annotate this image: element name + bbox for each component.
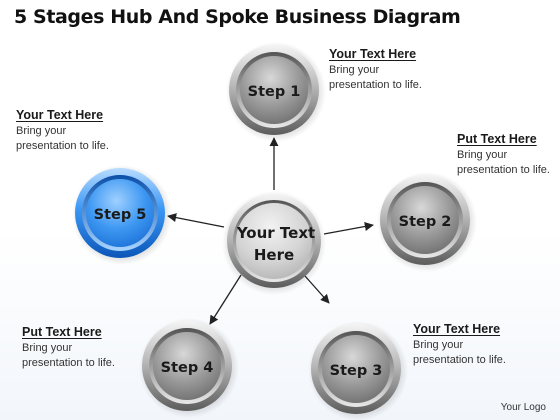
stage-label-1: Step 1 <box>248 84 301 100</box>
callout-body: Bring your presentation to life. <box>22 342 115 369</box>
logo-text: Your Logo <box>500 402 546 413</box>
callout-heading: Your Text Here <box>329 47 417 61</box>
stage-node-4: Step 4 <box>139 318 239 418</box>
stage-label-5: Step 5 <box>94 207 147 223</box>
stage-label-4: Step 4 <box>161 360 214 376</box>
spoke-arrow-4 <box>209 274 242 325</box>
stage-label-3: Step 3 <box>330 363 383 379</box>
callout-step-4: Put Text Here Bring your presentation to… <box>22 325 132 371</box>
stage-node-5: Step 5 <box>72 165 172 265</box>
callout-heading: Put Text Here <box>457 132 537 146</box>
hub-label-line2: Here <box>254 246 294 264</box>
callout-body: Bring your presentation to life. <box>16 125 109 152</box>
callout-body: Bring your presentation to life. <box>413 339 506 366</box>
hub-label-line1: Your Text <box>236 224 315 242</box>
stage-node-2: Step 2 <box>377 172 477 272</box>
callout-body: Bring your presentation to life. <box>457 149 550 176</box>
spoke-arrow-2 <box>323 222 374 235</box>
hub-circle: Your Text Here <box>222 191 326 295</box>
callout-step-1: Your Text Here Bring your presentation t… <box>329 47 439 93</box>
callout-step-5: Your Text Here Bring your presentation t… <box>16 108 126 154</box>
spokes <box>167 137 374 325</box>
callout-heading: Your Text Here <box>413 322 501 336</box>
stage-label-2: Step 2 <box>399 214 452 230</box>
callout-step-3: Your Text Here Bring your presentation t… <box>413 322 523 368</box>
callout-body: Bring your presentation to life. <box>329 64 422 91</box>
spoke-arrow-5 <box>167 213 225 228</box>
stage-node-1: Step 1 <box>226 42 326 142</box>
callout-step-2: Put Text Here Bring your presentation to… <box>457 132 560 178</box>
diagram-title: 5 Stages Hub And Spoke Business Diagram <box>14 6 461 28</box>
callout-heading: Your Text Here <box>16 108 104 122</box>
stage-node-3: Step 3 <box>308 321 408 420</box>
callout-heading: Put Text Here <box>22 325 102 339</box>
